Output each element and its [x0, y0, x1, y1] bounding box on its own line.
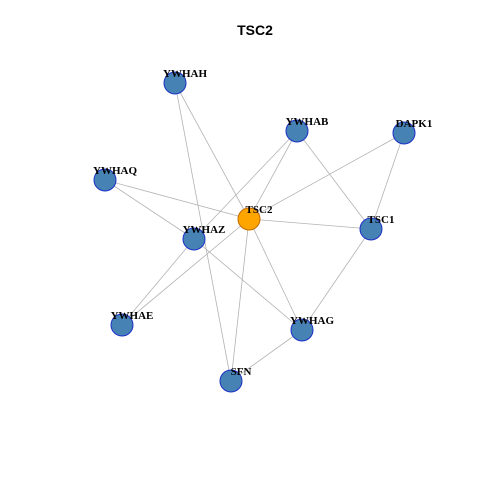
node-label-sfn: SFN — [231, 366, 252, 378]
node-tsc1: TSC1 — [359, 214, 395, 241]
node-circle-ywhab — [285, 119, 309, 143]
edge-ywhab-tsc1 — [296, 130, 372, 230]
node-sfn: SFN — [219, 366, 252, 393]
node-circle-tsc2 — [237, 207, 261, 231]
edge-tsc1-ywhag — [301, 228, 372, 331]
node-ywhab: YWHAB — [285, 116, 329, 143]
node-ywhag: YWHAG — [290, 315, 334, 342]
node-circle-tsc1 — [359, 217, 383, 241]
node-circle-dapk1 — [392, 121, 416, 145]
edge-dapk1-tsc2 — [248, 132, 405, 220]
node-label-ywhaz: YWHAZ — [183, 224, 226, 236]
edge-tsc2-tsc1 — [248, 218, 372, 230]
node-circle-ywhah — [163, 71, 187, 95]
edge-ywhab-tsc2 — [248, 130, 298, 220]
edge-ywhab-ywhaz — [193, 130, 298, 240]
node-label-ywhag: YWHAG — [290, 315, 334, 327]
node-circle-ywhaz — [182, 227, 206, 251]
node-circle-ywhaq — [93, 168, 117, 192]
edge-dapk1-tsc1 — [370, 132, 405, 230]
edge-ywhag-sfn — [230, 329, 303, 382]
node-ywhaz: YWHAZ — [182, 224, 226, 251]
node-label-ywhaq: YWHAQ — [93, 165, 137, 177]
node-label-ywhab: YWHAB — [286, 116, 329, 128]
node-circle-ywhae — [110, 313, 134, 337]
node-ywhaq: YWHAQ — [93, 165, 137, 192]
node-label-ywhae: YWHAE — [111, 310, 154, 322]
edge-tsc2-ywhag — [248, 218, 303, 331]
edge-ywhaq-ywhaz — [104, 179, 195, 240]
graph-title: TSC2 — [237, 22, 273, 38]
node-label-tsc1: TSC1 — [368, 214, 395, 226]
edge-ywhaq-tsc2 — [104, 179, 250, 220]
edge-ywhaz-ywhae — [121, 238, 195, 326]
node-circle-ywhag — [290, 318, 314, 342]
edge-tsc2-ywhae — [121, 218, 250, 326]
node-ywhah: YWHAH — [163, 68, 207, 95]
node-label-tsc2: TSC2 — [246, 204, 273, 216]
edge-ywhah-tsc2 — [174, 82, 250, 220]
node-dapk1: DAPK1 — [392, 118, 433, 145]
edge-ywhaz-ywhag — [193, 238, 303, 331]
node-tsc2: TSC2 — [237, 204, 273, 231]
edge-tsc2-sfn — [230, 218, 250, 382]
edges-layer — [104, 82, 405, 382]
node-ywhae: YWHAE — [110, 310, 154, 337]
node-circle-sfn — [219, 369, 243, 393]
node-label-ywhah: YWHAH — [163, 68, 207, 80]
node-label-dapk1: DAPK1 — [396, 118, 433, 130]
